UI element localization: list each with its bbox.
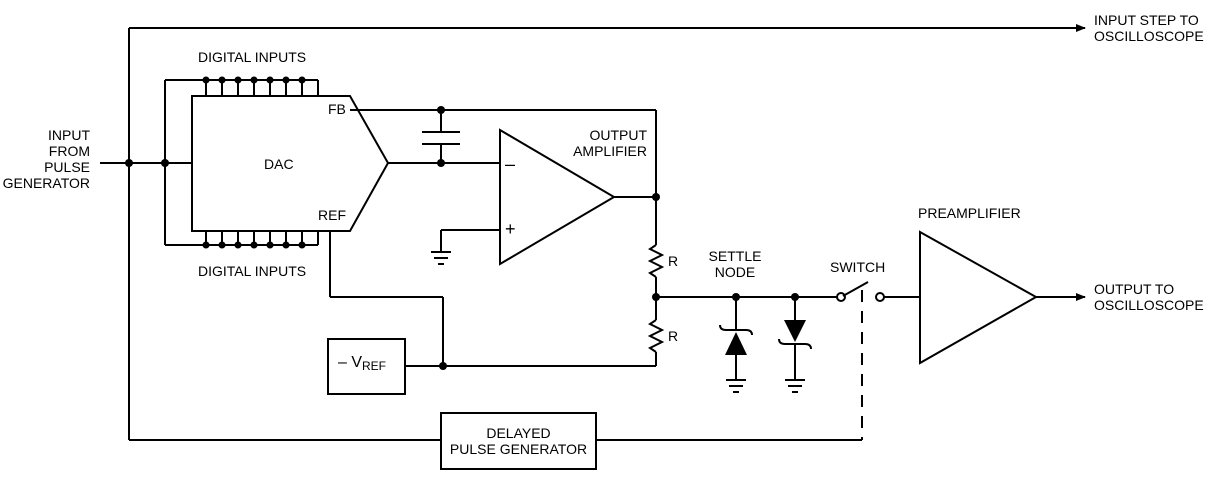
ground-amp bbox=[431, 229, 500, 265]
zener-diode-1 bbox=[719, 297, 753, 393]
vref-block bbox=[327, 338, 406, 395]
zener-diode-2 bbox=[778, 297, 812, 393]
feedback-wiring bbox=[350, 106, 656, 167]
dac-label: DAC bbox=[264, 156, 294, 172]
digital-inputs-bottom-label: DIGITAL INPUTS bbox=[198, 263, 307, 279]
digital-input-pins-top bbox=[165, 76, 319, 96]
amp-plus-sign: + bbox=[505, 219, 516, 239]
resistor-r-bottom-label: R bbox=[668, 328, 679, 344]
preamplifier-label: PREAMPLIFIER bbox=[918, 205, 1021, 221]
switch-label: SWITCH bbox=[830, 259, 886, 275]
digital-inputs-top-label: DIGITAL INPUTS bbox=[198, 49, 307, 65]
digital-input-pins-bottom bbox=[165, 231, 319, 249]
preamplifier bbox=[919, 230, 1039, 365]
switch bbox=[836, 281, 920, 440]
fb-label: FB bbox=[328, 101, 346, 117]
settle-node-wiring bbox=[656, 293, 838, 301]
output-amplifier bbox=[499, 128, 616, 266]
ref-label: REF bbox=[318, 207, 346, 223]
input-wiring bbox=[100, 28, 192, 440]
dac-block bbox=[191, 95, 390, 232]
resistor-chain bbox=[614, 110, 665, 366]
amp-minus-sign: – bbox=[505, 154, 515, 174]
ref-wiring bbox=[329, 231, 656, 370]
vref-label: – VREF bbox=[338, 354, 387, 374]
delayed-pulse-generator-block bbox=[440, 412, 597, 470]
resistor-r-top-label: R bbox=[668, 253, 679, 269]
